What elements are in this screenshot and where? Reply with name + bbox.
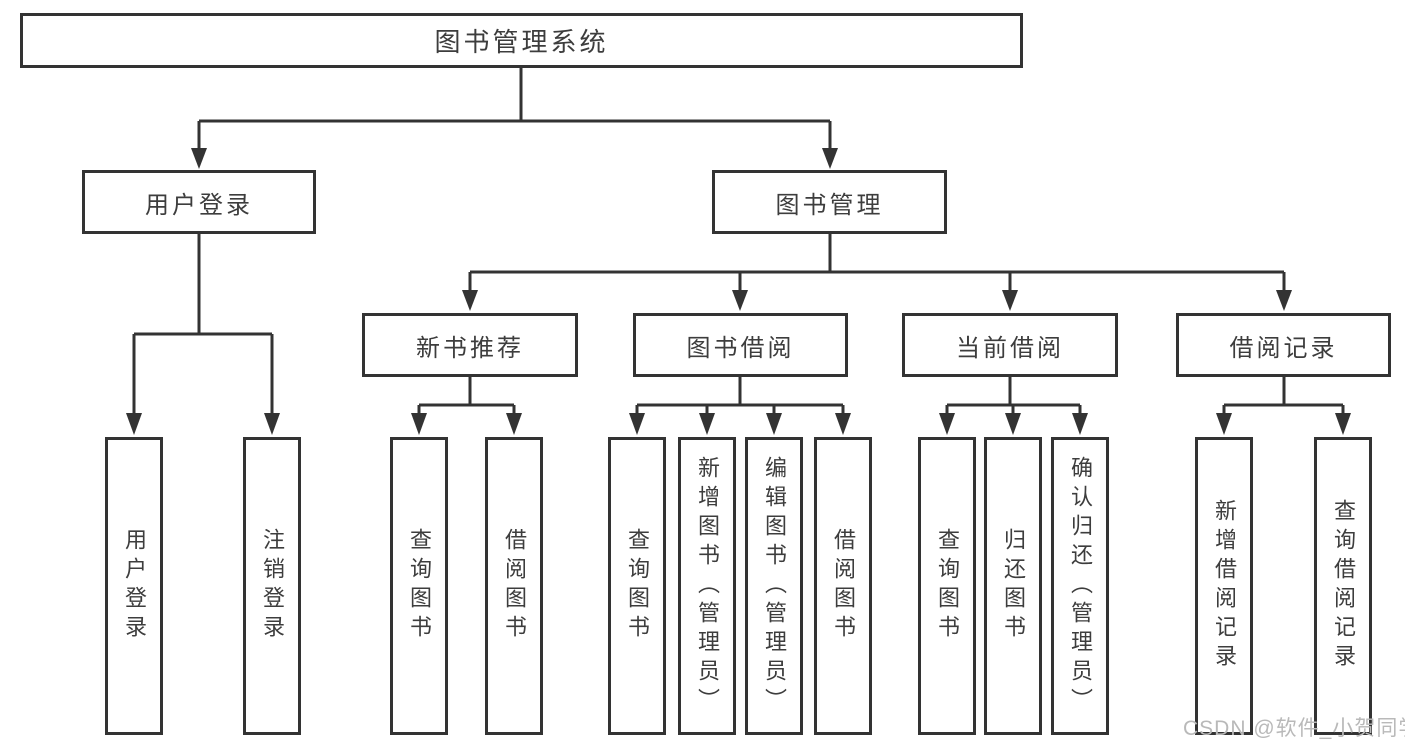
leaf-return-books: 归还图书 xyxy=(984,437,1042,735)
leaf-borrow-books-2-label: 借阅图书 xyxy=(831,528,856,644)
leaf-user-login-label: 用户登录 xyxy=(122,528,147,644)
watermark: CSDN @软件_小贺同学 xyxy=(1183,717,1405,740)
node-borrow-records-label: 借阅记录 xyxy=(1229,334,1338,362)
leaf-query-books-3-label: 查询图书 xyxy=(935,528,960,644)
leaf-user-login: 用户登录 xyxy=(105,437,163,735)
leaf-query-books-1: 查询图书 xyxy=(390,437,448,735)
node-borrow-records: 借阅记录 xyxy=(1176,313,1391,377)
leaf-logout: 注销登录 xyxy=(243,437,301,735)
leaf-query-borrow-record-label: 查询借阅记录 xyxy=(1331,499,1356,673)
node-new-book-recommend: 新书推荐 xyxy=(362,313,578,377)
node-root-label: 图书管理系统 xyxy=(434,27,609,57)
leaf-logout-label: 注销登录 xyxy=(260,528,285,644)
node-book-borrow-label: 图书借阅 xyxy=(686,334,795,362)
leaf-add-borrow-record: 新增借阅记录 xyxy=(1195,437,1253,735)
node-current-borrow-label: 当前借阅 xyxy=(956,334,1064,362)
leaf-borrow-books-1-label: 借阅图书 xyxy=(502,528,527,644)
node-book-borrow: 图书借阅 xyxy=(633,313,848,377)
leaf-edit-book-admin: 编辑图书（管理员） xyxy=(745,437,803,735)
node-book-management-label: 图书管理 xyxy=(775,191,884,219)
leaf-add-borrow-record-label: 新增借阅记录 xyxy=(1212,499,1237,673)
leaf-return-books-label: 归还图书 xyxy=(1001,528,1026,644)
leaf-query-books-3: 查询图书 xyxy=(918,437,976,735)
leaf-add-book-admin-label: 新增图书（管理员） xyxy=(695,455,720,717)
leaf-edit-book-admin-label: 编辑图书（管理员） xyxy=(762,455,787,717)
leaf-confirm-return-admin: 确认归还（管理员） xyxy=(1051,437,1109,735)
leaf-query-books-2-label: 查询图书 xyxy=(625,528,650,644)
leaf-query-books-2: 查询图书 xyxy=(608,437,666,735)
leaf-query-books-1-label: 查询图书 xyxy=(407,528,432,644)
node-new-book-recommend-label: 新书推荐 xyxy=(416,334,524,362)
leaf-borrow-books-1: 借阅图书 xyxy=(485,437,543,735)
node-user-login: 用户登录 xyxy=(82,170,316,234)
node-book-management: 图书管理 xyxy=(712,170,947,234)
leaf-confirm-return-admin-label: 确认归还（管理员） xyxy=(1068,455,1093,717)
leaf-query-borrow-record: 查询借阅记录 xyxy=(1314,437,1372,735)
node-current-borrow: 当前借阅 xyxy=(902,313,1118,377)
leaf-add-book-admin: 新增图书（管理员） xyxy=(678,437,736,735)
node-root: 图书管理系统 xyxy=(20,13,1023,68)
node-user-login-label: 用户登录 xyxy=(145,191,253,219)
leaf-borrow-books-2: 借阅图书 xyxy=(814,437,872,735)
